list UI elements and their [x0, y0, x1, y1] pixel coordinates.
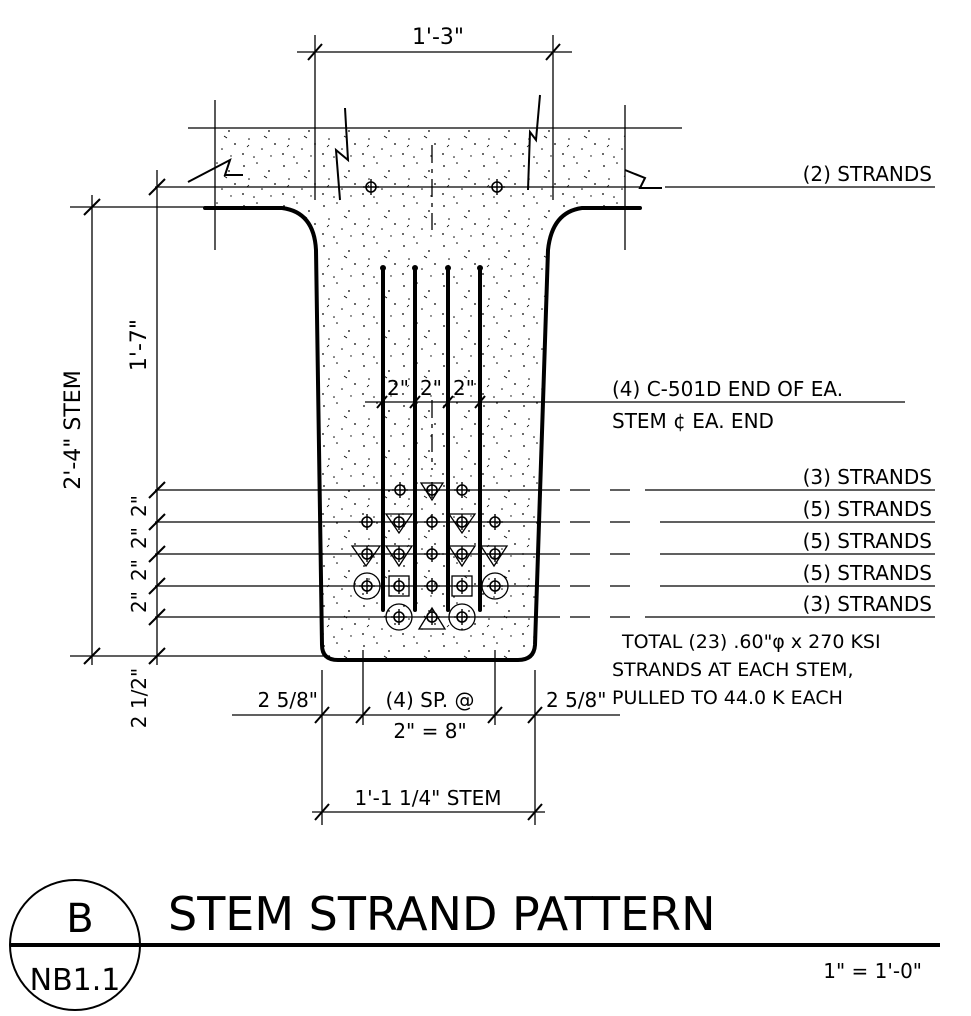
scale-label: 1" = 1'-0": [823, 959, 922, 983]
left-dimensions: [70, 170, 330, 665]
debond-triangle-icon: [350, 545, 382, 568]
col-spacing-label: 2": [387, 376, 409, 400]
debond-triangle-icon: [479, 545, 509, 568]
left-break-line: [334, 107, 350, 201]
top-strands-label: (2) STRANDS: [803, 162, 932, 186]
row-spacing-label: 2": [127, 559, 151, 581]
right-edge-break: [624, 169, 662, 189]
rebar-end: [445, 265, 451, 271]
row-strands-label: (5) STRANDS: [803, 497, 932, 521]
title-labels: B NB1.1 STEM STRAND PATTERN 1" = 1'-0": [30, 887, 922, 998]
detail-title: STEM STRAND PATTERN: [168, 887, 716, 941]
debond-square-icon: [388, 575, 410, 597]
row-strands-label: (5) STRANDS: [803, 561, 932, 585]
callout-labels: (2) STRANDS (4) C-501D END OF EA. STEM ¢…: [612, 162, 932, 709]
total-note-line3: PULLED TO 44.0 K EACH: [612, 687, 843, 709]
debond-circle-icon: [448, 603, 476, 631]
title-block: [9, 879, 940, 1011]
total-note-line1: TOTAL (23) .60"φ x 270 KSI: [621, 631, 881, 653]
sheet-reference: NB1.1: [30, 963, 121, 998]
row-strands-label: (3) STRANDS: [803, 465, 932, 489]
stem-outline: [203, 206, 642, 662]
row-strands-label: (3) STRANDS: [803, 592, 932, 616]
debond-circle-icon: [385, 603, 413, 631]
rebar-end: [477, 265, 483, 271]
rebar-callout-line1: (4) C-501D END OF EA.: [612, 377, 843, 401]
right-edge-label: 2 5/8": [546, 688, 606, 712]
concrete-section: [187, 94, 682, 662]
col-spacing-label: 2": [420, 376, 442, 400]
total-note-line2: STRANDS AT EACH STEM,: [612, 659, 854, 681]
debond-triangle-up-icon: [417, 606, 447, 630]
strand-grid: [155, 481, 935, 631]
detail-letter: B: [66, 896, 93, 942]
debond-square-icon: [451, 575, 473, 597]
spacing-count-label: (4) SP. @: [385, 688, 474, 712]
top-dimension: [297, 35, 572, 200]
bottom-dimensions: [232, 650, 620, 825]
top-width-label: 1'-3": [412, 25, 464, 50]
upper-height-label: 1'-7": [127, 319, 152, 371]
debond-circle-icon: [353, 572, 381, 600]
left-edge-break: [187, 157, 243, 183]
stem-height-label: 2'-4" STEM: [61, 370, 86, 489]
rebar-callout-line2: STEM ¢ EA. END: [612, 409, 774, 433]
bottom-cover-label: 2 1/2": [127, 668, 151, 728]
row-spacing-label: 2": [127, 495, 151, 517]
rebar-end: [412, 265, 418, 271]
row-spacing-label: 2": [127, 527, 151, 549]
stem-width-label: 1'-1 1/4" STEM: [354, 786, 501, 810]
top-strands: [155, 178, 935, 196]
col-spacing-label: 2": [453, 376, 475, 400]
rebar-bars: [380, 265, 483, 612]
right-break-line: [527, 94, 541, 191]
left-edge-label: 2 5/8": [258, 688, 318, 712]
spacing-total-label: 2" = 8": [393, 719, 466, 743]
debond-circle-icon: [481, 572, 509, 600]
rebar-end: [380, 265, 386, 271]
row-strands-label: (5) STRANDS: [803, 529, 932, 553]
dimension-labels: 1'-3" 2'-4" STEM 1'-7" 2" 2" 2" 2" 2 1/2…: [61, 25, 606, 810]
row-spacing-label: 2": [127, 591, 151, 613]
rebar-callout: [365, 395, 905, 409]
